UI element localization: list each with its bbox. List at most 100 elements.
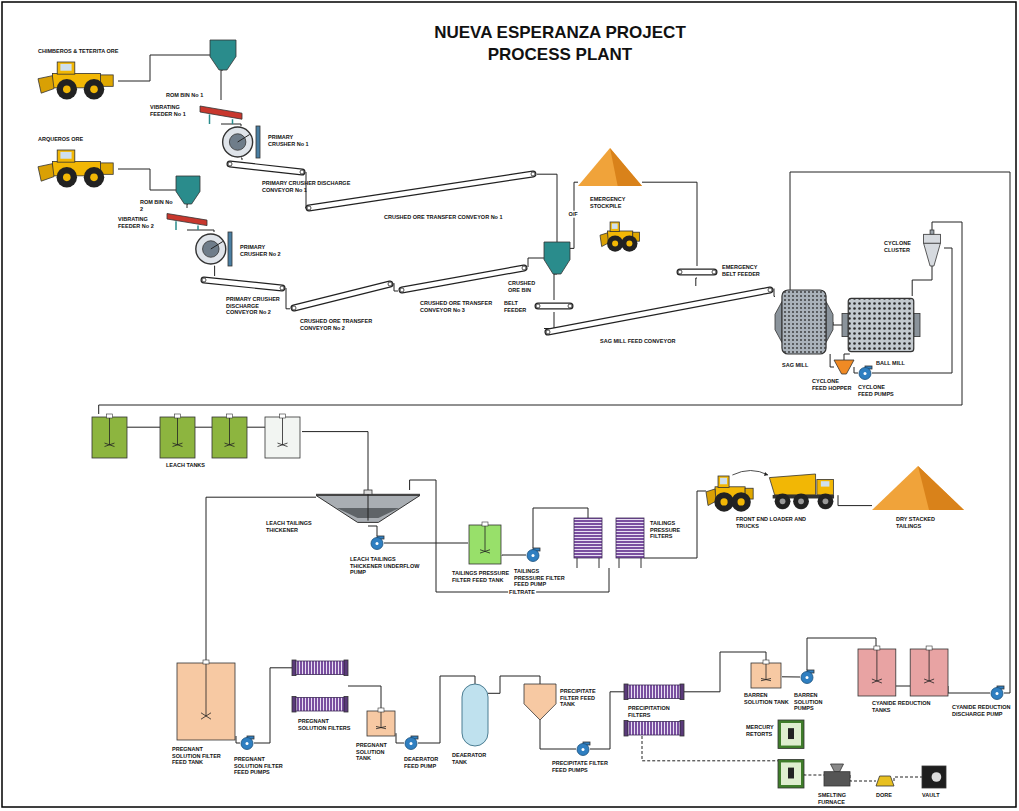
equipment-icon [177, 663, 235, 740]
equipment-node: PRIMARY CRUSHER DISCHARGE CONVEYOR No 1 [226, 160, 306, 176]
equipment-icon [544, 286, 774, 336]
equipment-icon [824, 764, 850, 786]
equipment-icon [238, 135, 250, 143]
equipment-label: CYCLONE FEED PUMPS [858, 384, 898, 397]
equipment-icon [858, 649, 896, 696]
equipment-node: DEAERATOR FEED PUMP [404, 736, 418, 750]
equipment-icon [292, 696, 296, 712]
equipment-label: BALL MILL [876, 360, 916, 367]
equipment-icon [831, 764, 844, 772]
equipment-label: SMELTING FURNACE [818, 792, 874, 805]
equipment-node: CRUSHED ORE BIN [544, 242, 570, 274]
process-flow-line [537, 174, 557, 242]
diagram-title: NUEVA ESPERANZA PROJECT PROCESS PLANT [420, 22, 700, 66]
equipment-icon [930, 230, 934, 234]
equipment-icon [202, 278, 206, 282]
equipment-icon [282, 418, 283, 445]
process-flow-line [394, 283, 398, 291]
equipment-label: VIBRATING FEEDER No 2 [118, 216, 162, 229]
front-end-loader-illustration [612, 224, 618, 229]
equipment-icon [241, 738, 253, 750]
equipment-icon [548, 290, 770, 332]
equipment-node: LEACH TAILINGS THICKENER UNDERFLOW PUMP [370, 536, 384, 550]
equipment-label: CRUSHED ORE BIN [508, 280, 542, 293]
process-flow-line [830, 354, 834, 367]
equipment-icon [344, 660, 348, 676]
equipment-icon [910, 649, 948, 696]
equipment-icon [858, 366, 872, 380]
equipment-label: PRECIPITATION FILTERS [628, 705, 684, 718]
equipment-icon [918, 466, 964, 510]
equipment-icon [824, 772, 850, 786]
equipment-icon [462, 684, 488, 746]
equipment-icon [991, 688, 1003, 700]
equipment-icon [38, 76, 54, 93]
equipment-icon [750, 660, 782, 688]
equipment-label: FRONT END LOADER AND TRUCKS [736, 516, 826, 529]
equipment-icon [280, 286, 284, 290]
equipment-label: LEACH TANKS [166, 462, 226, 469]
equipment-icon [842, 296, 920, 354]
process-flow-line [214, 266, 216, 276]
equipment-node: BARREN SOLUTION PUMPS [800, 670, 814, 684]
process-flow-line [850, 775, 876, 781]
equipment-label: CRUSHED ORE TRANSFER CONVEYOR No 2 [300, 318, 386, 331]
equipment-icon [229, 418, 230, 445]
equipment-icon [676, 266, 718, 278]
equipment-label: BARREN SOLUTION TANK [744, 692, 790, 705]
equipment-icon [177, 418, 178, 445]
equipment-icon [197, 226, 199, 230]
front-end-loader-illustration [607, 236, 623, 252]
equipment-icon [577, 558, 578, 568]
equipment-icon [206, 664, 207, 716]
equipment-icon [712, 270, 716, 274]
equipment-label: CYANIDE REDUCTION DISCHARGE PUMP [952, 704, 1012, 717]
equipment-icon [793, 493, 809, 509]
process-flow-line [206, 497, 316, 660]
equipment-icon [876, 650, 877, 681]
process-flow-line [221, 70, 223, 100]
equipment-node: SMELTING FURNACE [824, 764, 850, 786]
equipment-icon [798, 498, 804, 504]
equipment-icon [624, 684, 628, 700]
equipment-node: ROM BIN No 2 [176, 176, 200, 204]
equipment-icon [228, 162, 232, 166]
equipment-icon [800, 670, 814, 684]
equipment-icon [376, 542, 379, 545]
equipment-node: TAILINGS PRESSURE FILTER FEED TANK [468, 522, 502, 564]
equipment-icon [874, 646, 880, 650]
equipment-icon [763, 660, 769, 664]
equipment-icon [90, 174, 98, 182]
process-flow-line [644, 491, 706, 558]
process-flow-line [948, 686, 990, 693]
process-flow-line [590, 692, 624, 749]
equipment-icon [876, 776, 894, 786]
process-flow-line [696, 278, 697, 286]
process-flow-line [410, 480, 609, 592]
equipment-icon [775, 302, 782, 343]
equipment-icon [538, 303, 570, 310]
equipment-node: VIBRATING FEEDER No 1 [198, 100, 244, 124]
equipment-label: CYANIDE REDUCTION TANKS [872, 700, 942, 713]
equipment-node: ROM BIN No 1 [210, 40, 236, 70]
equipment-icon [109, 418, 110, 445]
equipment-icon [858, 646, 948, 696]
equipment-label: PRECIPITATE FILTER FEED PUMPS [552, 760, 616, 773]
equipment-icon [92, 417, 127, 458]
equipment-node: PRIMARY CRUSHER No 1 [220, 126, 262, 158]
equipment-icon [781, 762, 801, 785]
equipment-icon [204, 280, 282, 288]
equipment-icon [60, 152, 71, 159]
equipment-icon [84, 167, 105, 188]
equipment-icon [922, 766, 946, 788]
equipment-label: VAULT [922, 792, 952, 799]
equipment-icon [536, 304, 540, 308]
equipment-icon [775, 290, 833, 354]
equipment-node: LEACH TANKS [88, 414, 302, 458]
equipment-node: PREGNANT SOLUTION FILTER FEED TANK [176, 660, 236, 740]
equipment-icon [256, 126, 260, 158]
equipment-icon [834, 360, 854, 374]
front-end-loader-illustration [621, 236, 637, 252]
equipment-icon [531, 172, 535, 176]
